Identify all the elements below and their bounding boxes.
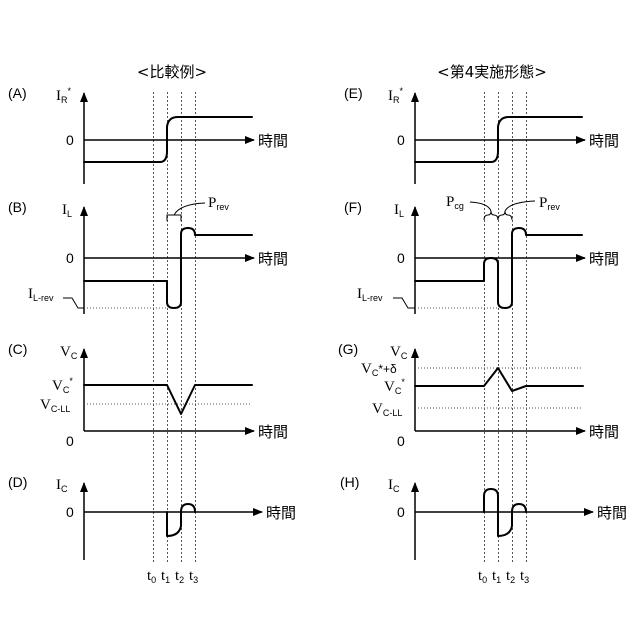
prev-label: Prev: [208, 195, 229, 212]
time-marker-label-t0: t0: [147, 568, 156, 585]
il-rev-label: IL-rev: [357, 286, 383, 303]
time-marker-label-t3: t3: [189, 568, 198, 585]
time-label: 時間: [597, 504, 627, 522]
panel-f: (F) IL 0 時間 Pcg Prev IL-rev: [344, 194, 619, 314]
y-axis-label: VC: [390, 344, 408, 361]
time-marker-label-t2: t2: [506, 568, 515, 585]
time-marker-label-t0: t0: [478, 568, 487, 585]
time-label: 時間: [589, 250, 619, 268]
y-axis-label: IC: [56, 477, 68, 494]
prev-brace: [498, 211, 512, 220]
time-label: 時間: [258, 250, 288, 268]
panel-tag: (A): [8, 85, 27, 101]
pcg-label: Pcg: [446, 194, 464, 211]
time-label: 時間: [266, 504, 296, 522]
prev-bracket: [167, 215, 181, 221]
prev-label: Prev: [539, 195, 560, 212]
right-time-labels: t0 t1 t2 t3: [478, 568, 529, 585]
zero-label: 0: [66, 250, 74, 266]
time-marker-label-t2: t2: [175, 568, 184, 585]
time-marker-label-t1: t1: [492, 568, 501, 585]
panel-g: (G) VC 0 時間 VC*+δ VC* VC-LL: [338, 341, 619, 449]
y-axis-label: IL: [62, 202, 72, 219]
pcg-brace: [484, 211, 498, 220]
panel-tag: (H): [340, 474, 359, 490]
zero-label: 0: [66, 433, 74, 449]
zero-label: 0: [66, 504, 74, 520]
il-rev-leader: [393, 298, 415, 308]
signal-vc: [415, 368, 583, 391]
y-axis-label: IL: [394, 202, 404, 219]
signal-ic: [167, 504, 195, 536]
y-axis-label: IR*: [388, 86, 404, 105]
title-fourth-embodiment: <第4実施形態>: [437, 63, 547, 81]
prev-leader: [174, 203, 205, 215]
zero-label: 0: [66, 132, 74, 148]
panel-h: (H) IC 0 時間: [340, 474, 627, 560]
panel-e: (E) IR* 0 時間: [344, 85, 619, 184]
pcg-leader: [470, 202, 491, 211]
y-axis-label: IC: [388, 477, 400, 494]
vc-star-delta-label: VC*+δ: [361, 361, 397, 378]
panel-d: (D) IC 0 時間: [8, 474, 296, 560]
vc-ll-label: VC-LL: [372, 401, 402, 418]
time-marker-label-t3: t3: [520, 568, 529, 585]
zero-label: 0: [397, 132, 405, 148]
vc-star-label: VC*: [52, 376, 73, 395]
time-label: 時間: [589, 132, 619, 150]
y-axis-label: VC: [60, 344, 78, 361]
panel-b: (B) IL 0 時間 Prev IL-rev: [8, 195, 288, 314]
panel-c: (C) VC 0 時間 VC* VC-LL: [8, 341, 288, 449]
left-time-labels: t0 t1 t2 t3: [147, 568, 198, 585]
zero-label: 0: [397, 250, 405, 266]
panel-a: (A) IR* 0 時間: [8, 85, 288, 184]
vc-ll-label: VC-LL: [40, 397, 70, 414]
prev-leader: [505, 201, 535, 211]
time-label: 時間: [258, 132, 288, 150]
panel-tag: (E): [344, 85, 363, 101]
time-marker-label-t1: t1: [161, 568, 170, 585]
panel-tag: (C): [8, 341, 27, 357]
panel-tag: (B): [8, 199, 27, 215]
panel-tag: (D): [8, 474, 27, 490]
panel-tag: (G): [338, 341, 358, 357]
time-label: 時間: [258, 423, 288, 441]
zero-label: 0: [397, 433, 405, 449]
title-comparative-example: <比較例>: [137, 63, 207, 81]
panel-tag: (F): [344, 199, 362, 215]
y-axis-label: IR*: [56, 86, 72, 105]
time-label: 時間: [589, 423, 619, 441]
il-rev-label: IL-rev: [28, 286, 54, 303]
vc-star-label: VC*: [384, 377, 405, 396]
il-rev-leader: [63, 298, 84, 308]
zero-label: 0: [397, 504, 405, 520]
